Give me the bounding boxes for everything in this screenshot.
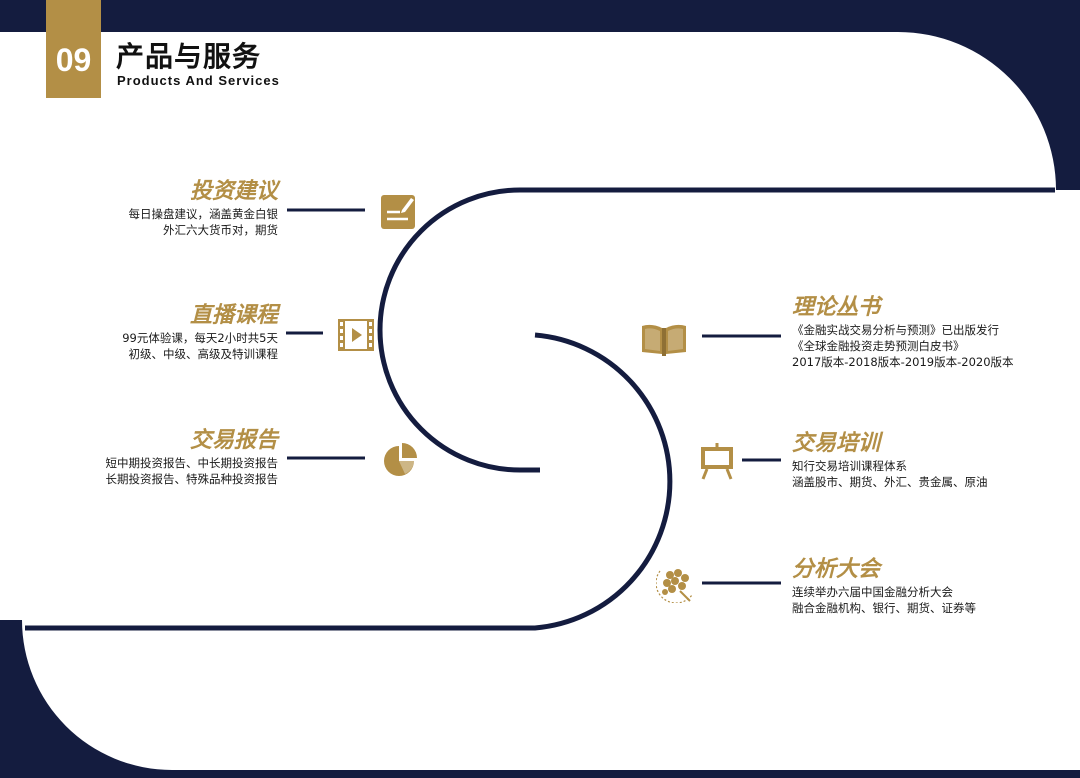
service-item-investment-advice: 投资建议 每日操盘建议，涵盖黄金白银 外汇六大货币对，期货 [129, 178, 279, 238]
service-title: 理论丛书 [792, 295, 881, 320]
people-cluster-icon [656, 569, 693, 603]
service-item-trading-report: 交易报告 短中期投资报告、中长期投资报告 长期投资报告、特殊品种投资报告 [106, 427, 279, 487]
s-curve-line-lower [25, 332, 673, 631]
bottom-navy-band [0, 620, 1080, 778]
presentation-board-icon [701, 443, 733, 480]
video-film-icon [338, 319, 374, 351]
top-navy-band [0, 0, 1080, 190]
s-curve-line [377, 187, 1055, 473]
open-book-icon [642, 324, 686, 356]
pen-note-icon [381, 195, 415, 229]
service-line: 长期投资报告、特殊品种投资报告 [105, 472, 279, 486]
service-line: 融合金融机构、银行、期货、证券等 [792, 601, 976, 615]
service-line: 涵盖股市、期货、外汇、贵金属、原油 [792, 475, 988, 489]
service-line: 《全球金融投资走势预测白皮书》 [792, 339, 965, 353]
service-item-live-course: 直播课程 99元体验课，每天2小时共5天 初级、中级、高级及特训课程 [122, 302, 278, 362]
service-line: 短中期投资报告、中长期投资报告 [105, 456, 279, 470]
service-line: 2017版本-2018版本-2019版本-2020版本 [792, 355, 1014, 369]
section-number-box [46, 0, 101, 98]
service-title: 分析大会 [792, 557, 881, 582]
service-title: 直播课程 [189, 303, 278, 328]
service-line: 99元体验课，每天2小时共5天 [122, 331, 278, 345]
service-title: 交易报告 [189, 428, 278, 453]
service-item-analysis-conference: 分析大会 连续举办六届中国金融分析大会 融合金融机构、银行、期货、证券等 [792, 556, 976, 616]
service-line: 知行交易培训课程体系 [792, 459, 907, 473]
service-line: 外汇六大货币对，期货 [163, 223, 278, 237]
pie-chart-icon [384, 443, 417, 476]
service-title: 投资建议 [189, 179, 278, 204]
service-title: 交易培训 [792, 431, 881, 456]
service-item-trading-training: 交易培训 知行交易培训课程体系 涵盖股市、期货、外汇、贵金属、原油 [792, 430, 988, 490]
page-subtitle: Products And Services [117, 73, 280, 88]
section-number: 09 [55, 42, 92, 78]
service-line: 初级、中级、高级及特训课程 [128, 347, 279, 361]
service-line: 连续举办六届中国金融分析大会 [792, 585, 953, 599]
service-line: 每日操盘建议，涵盖黄金白银 [128, 207, 279, 221]
service-line: 《金融实战交易分析与预测》已出版发行 [792, 323, 999, 337]
service-item-theory-books: 理论丛书 《金融实战交易分析与预测》已出版发行 《全球金融投资走势预测白皮书》 … [792, 294, 1014, 370]
page-title: 产品与服务 [116, 40, 262, 73]
